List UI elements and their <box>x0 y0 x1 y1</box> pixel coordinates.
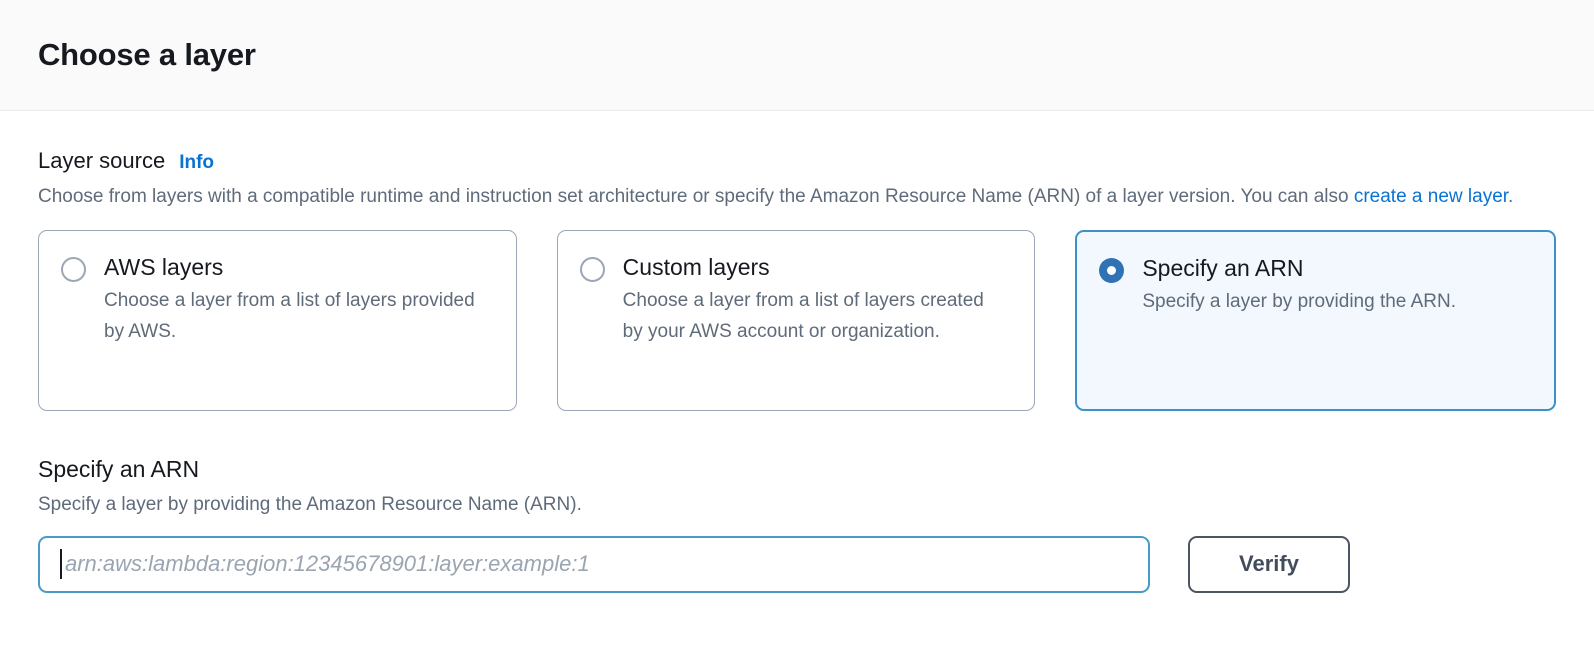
arn-section-title: Specify an ARN <box>38 456 200 483</box>
layer-source-description: Choose from layers with a compatible run… <box>38 182 1518 213</box>
radio-icon-custom-layers[interactable] <box>579 257 605 283</box>
radio-icon-aws-layers[interactable] <box>61 257 86 283</box>
arn-input-wrapper[interactable] <box>38 535 1150 593</box>
layer-source-label: Layer source <box>38 148 166 173</box>
radio-card-aws-layers-text: AWS layers Choose a layer from a list of… <box>104 253 484 348</box>
radio-card-custom-layers[interactable]: Custom layers Choose a layer from a list… <box>556 230 1036 412</box>
radio-card-aws-layers-title: AWS layers <box>104 254 224 281</box>
radio-card-custom-layers-description: Choose a layer from a list of layers cre… <box>622 290 984 343</box>
modal-body: Layer source Info Choose from layers wit… <box>0 111 1594 666</box>
arn-input-row: Verify <box>38 535 1556 593</box>
radio-card-custom-layers-title: Custom layers <box>622 254 770 281</box>
arn-input[interactable] <box>62 537 1134 591</box>
layer-source-description-text: Choose from layers with a compatible run… <box>38 185 1354 207</box>
text-cursor-icon <box>60 549 62 580</box>
radio-card-specify-arn-description: Specify a layer by providing the ARN. <box>1142 291 1457 313</box>
verify-button[interactable]: Verify <box>1188 535 1350 593</box>
radio-card-custom-layers-text: Custom layers Choose a layer from a list… <box>623 253 1003 348</box>
info-link[interactable]: Info <box>179 152 215 173</box>
arn-section-description: Specify a layer by providing the Amazon … <box>38 494 582 516</box>
modal-header: Choose a layer <box>0 0 1594 111</box>
layer-source-radio-group: AWS layers Choose a layer from a list of… <box>38 230 1557 412</box>
radio-card-specify-arn-title: Specify an ARN <box>1142 255 1304 282</box>
radio-card-specify-arn[interactable]: Specify an ARN Specify a layer by provid… <box>1075 230 1557 412</box>
create-new-layer-link[interactable]: create a new layer <box>1353 185 1509 207</box>
page-title: Choose a layer <box>38 37 256 73</box>
radio-card-aws-layers-description: Choose a layer from a list of layers pro… <box>104 290 475 343</box>
radio-icon-specify-arn[interactable] <box>1099 258 1125 284</box>
radio-card-aws-layers[interactable]: AWS layers Choose a layer from a list of… <box>38 230 517 412</box>
radio-card-specify-arn-text: Specify an ARN Specify a layer by provid… <box>1142 254 1456 318</box>
layer-source-description-suffix: . <box>1508 185 1514 207</box>
layer-source-label-row: Layer source Info <box>38 147 1556 176</box>
